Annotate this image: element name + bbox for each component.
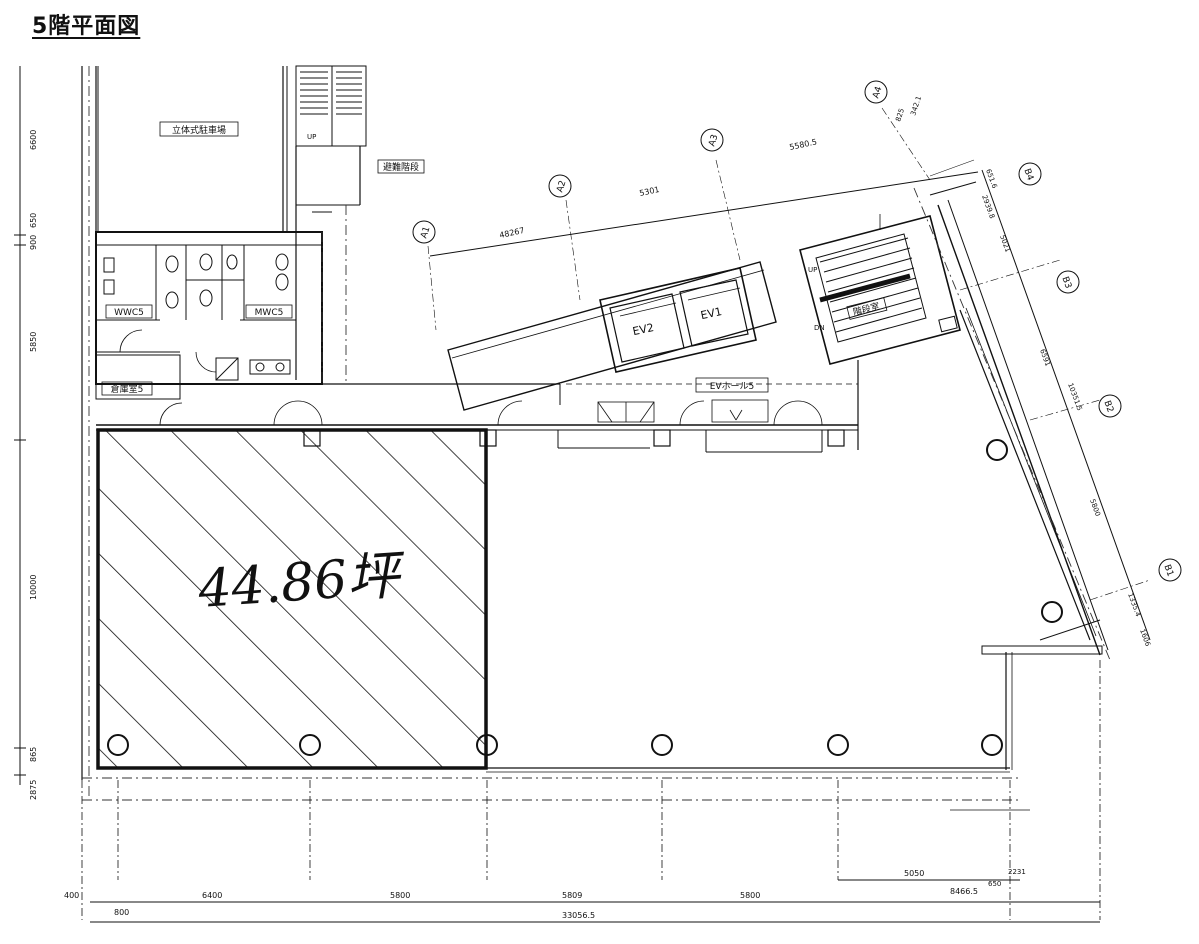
- right-dimension-line: [959, 169, 1151, 641]
- dim-top-3421: 342.1: [909, 95, 923, 117]
- elevator-core: [447, 261, 777, 411]
- grid-marker-b3: [1056, 270, 1080, 294]
- dim-bottom-6400: 6400: [202, 891, 222, 900]
- dim-bottom-400: 400: [64, 891, 79, 900]
- dim-bottom-5800b: 5800: [740, 891, 760, 900]
- leased-area: [96, 428, 488, 770]
- ev2-label: EV2: [631, 321, 655, 338]
- dim-top-48267: 48267: [499, 226, 526, 240]
- bottom-dimension-lines: [81, 660, 1101, 923]
- grid-label-b2: B2: [1101, 399, 1114, 414]
- grid-label-a4: A4: [871, 85, 884, 100]
- ev1-label: EV1: [699, 305, 723, 322]
- dim-bottom-650: 650: [988, 880, 1001, 888]
- dim-left-6600: 6600: [29, 130, 38, 150]
- top-dimension-line: [427, 107, 979, 331]
- dim-right-6516: 651.6: [984, 168, 999, 190]
- dim-right-6591: 6591: [1038, 348, 1052, 367]
- dim-left-900: 900: [29, 235, 38, 250]
- dim-left-650: 650: [29, 213, 38, 228]
- dim-top-825: 825: [894, 107, 906, 122]
- grid-marker-a2: [548, 174, 572, 198]
- main-staircase: [799, 214, 961, 365]
- dim-bottom-5800a: 5800: [390, 891, 410, 900]
- corridor: [96, 360, 859, 453]
- mwc-label: MWC5: [255, 308, 284, 318]
- dim-top-5301: 5301: [639, 185, 661, 198]
- parking-area: [282, 66, 288, 232]
- dim-bottom-800: 800: [114, 908, 129, 917]
- grid-label-b1: B1: [1161, 563, 1174, 578]
- grid-label-a1: A1: [419, 225, 432, 239]
- right-angled-facade: [913, 181, 1111, 661]
- grid-label-b4: B4: [1021, 167, 1035, 182]
- area-label: 44.86坪: [196, 546, 409, 620]
- grid-label-b3: B3: [1059, 275, 1072, 290]
- stairs-up-label: UP: [307, 133, 316, 141]
- lower-floor: [82, 645, 1103, 801]
- dim-right-2938: 2939.8: [980, 194, 996, 220]
- ev-hall-label: EVホール5: [710, 381, 755, 392]
- emergency-stairs: [295, 65, 367, 380]
- dim-bottom-8466: 8466.5: [950, 887, 978, 896]
- dim-bottom-total: 33056.5: [562, 911, 595, 920]
- dim-bottom-5050: 5050: [904, 869, 924, 878]
- dim-right-1606: 1606: [1138, 628, 1152, 648]
- exterior-left-wall: [81, 66, 99, 800]
- storage-room: [95, 354, 181, 400]
- dim-left-5850: 5850: [29, 332, 38, 352]
- parking-label: 立体式駐車場: [172, 124, 226, 136]
- grid-marker-a3: [700, 128, 724, 152]
- grid-marker-b2: [1098, 394, 1122, 418]
- dim-bottom-5809: 5809: [562, 891, 582, 900]
- dim-left-10000: 10000: [29, 575, 38, 600]
- dim-right-5800: 5800: [1088, 498, 1102, 517]
- staircase-dn-label: DN: [814, 324, 825, 332]
- grid-marker-a1: [412, 220, 436, 244]
- storage-label: 倉庫室5: [111, 383, 144, 395]
- dim-right-13354: 1335.4: [1126, 592, 1142, 618]
- dim-bottom-2231: 2231: [1008, 868, 1026, 876]
- left-dimension-line: [14, 66, 26, 785]
- restroom-block: [95, 205, 347, 385]
- dim-left-865: 865: [29, 747, 38, 762]
- page-title: 5階平面図: [32, 14, 141, 39]
- grid-marker-a4: [864, 80, 888, 104]
- grid-label-a3: A3: [707, 133, 720, 147]
- staircase-up-label: UP: [808, 266, 817, 274]
- grid-marker-b4: [1018, 162, 1042, 186]
- wwc-label: WWC5: [114, 308, 144, 318]
- grid-label-a2: A2: [555, 179, 568, 193]
- emergency-stairs-label: 避難階段: [383, 161, 419, 173]
- dim-right-10351: 10351.5: [1066, 382, 1083, 412]
- dim-left-2875: 2875: [29, 780, 38, 800]
- dim-right-5021: 5021: [998, 234, 1012, 253]
- dim-top-5580: 5580.5: [789, 137, 818, 152]
- grid-marker-b1: [1158, 558, 1182, 582]
